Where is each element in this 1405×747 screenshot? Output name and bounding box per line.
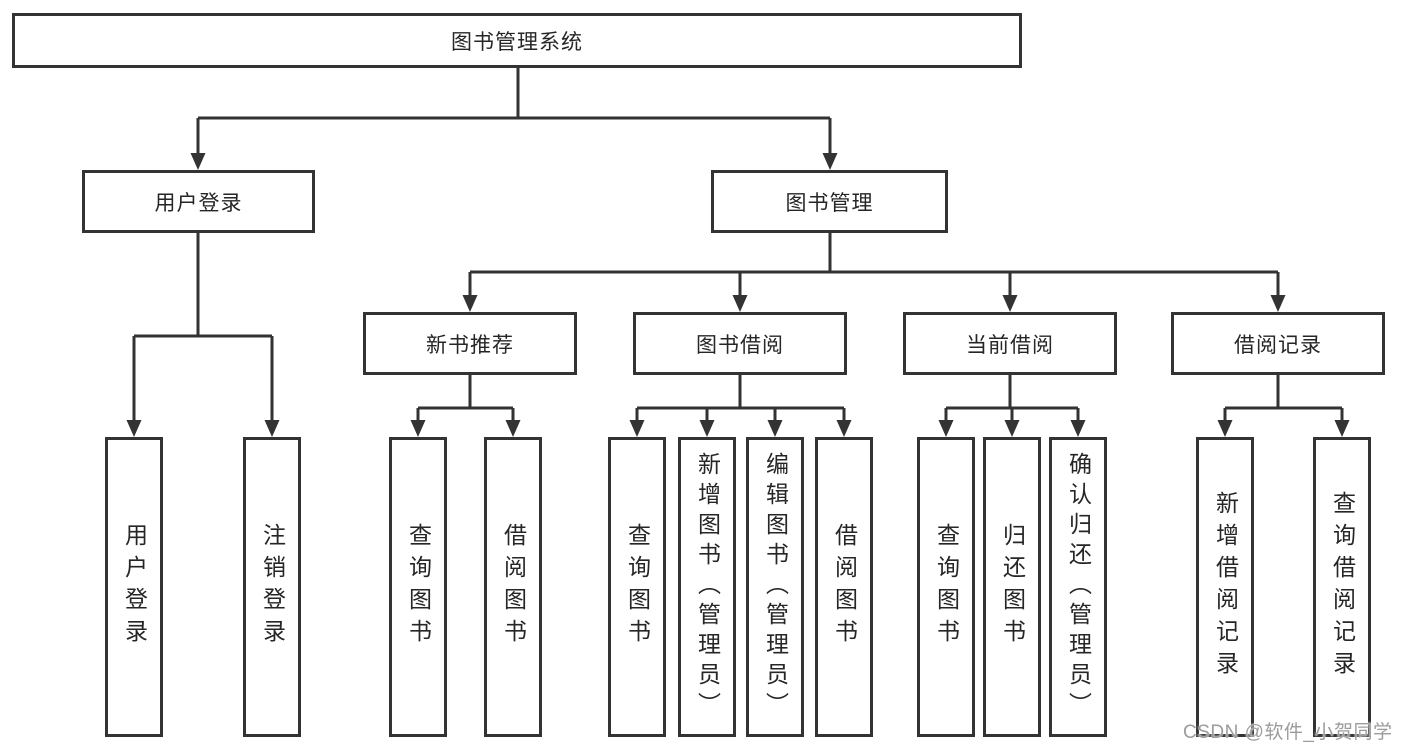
node-label: 图书管理系统 <box>451 30 583 54</box>
node-new-book-recommendation: 新书推荐 <box>363 312 577 375</box>
csdn-watermark: CSDN @软件_小贺同学 <box>1183 722 1393 743</box>
leaf-label: 归还图书 <box>999 523 1026 651</box>
leaf-borrow-borrow-books: 借阅图书 <box>815 437 873 737</box>
node-user-login: 用户登录 <box>82 170 315 233</box>
node-current-borrowing: 当前借阅 <box>903 312 1117 375</box>
leaf-logout: 注销登录 <box>243 437 301 737</box>
leaf-borrow-query-books: 查询图书 <box>608 437 666 737</box>
leaf-label: 查询图书 <box>405 523 432 651</box>
node-label: 图书管理 <box>785 191 874 215</box>
leaf-label: 查询图书 <box>933 523 960 651</box>
leaf-current-query-books: 查询图书 <box>917 437 975 737</box>
leaf-label: 新增图书（管理员） <box>694 452 721 722</box>
leaf-label: 确认归还（管理员） <box>1065 452 1092 722</box>
leaf-label: 注销登录 <box>259 523 286 651</box>
leaf-label: 用户登录 <box>121 523 148 651</box>
node-borrowing-records: 借阅记录 <box>1171 312 1385 375</box>
node-library-management-system: 图书管理系统 <box>12 13 1022 68</box>
node-label: 借阅记录 <box>1234 333 1322 357</box>
leaf-borrow-add-books-admin: 新增图书（管理员） <box>678 437 736 737</box>
leaf-records-add-record: 新增借阅记录 <box>1196 437 1254 737</box>
leaf-label: 借阅图书 <box>500 523 527 651</box>
leaf-label: 查询借阅记录 <box>1329 491 1356 683</box>
leaf-records-query-record: 查询借阅记录 <box>1313 437 1371 737</box>
leaf-label: 借阅图书 <box>831 523 858 651</box>
node-label: 用户登录 <box>154 191 243 215</box>
node-label: 当前借阅 <box>966 333 1054 357</box>
leaf-current-return-books: 归还图书 <box>983 437 1041 737</box>
node-book-borrowing: 图书借阅 <box>633 312 847 375</box>
leaf-label: 查询图书 <box>624 523 651 651</box>
node-label: 新书推荐 <box>426 333 514 357</box>
leaf-label: 新增借阅记录 <box>1212 491 1239 683</box>
leaf-user-login-action: 用户登录 <box>105 437 163 737</box>
leaf-label: 编辑图书（管理员） <box>762 452 789 722</box>
node-book-management: 图书管理 <box>711 170 948 233</box>
leaf-borrow-edit-books-admin: 编辑图书（管理员） <box>746 437 804 737</box>
leaf-current-confirm-return-admin: 确认归还（管理员） <box>1049 437 1107 737</box>
node-label: 图书借阅 <box>696 333 784 357</box>
leaf-rec-borrow-books: 借阅图书 <box>484 437 542 737</box>
leaf-rec-query-books: 查询图书 <box>389 437 447 737</box>
